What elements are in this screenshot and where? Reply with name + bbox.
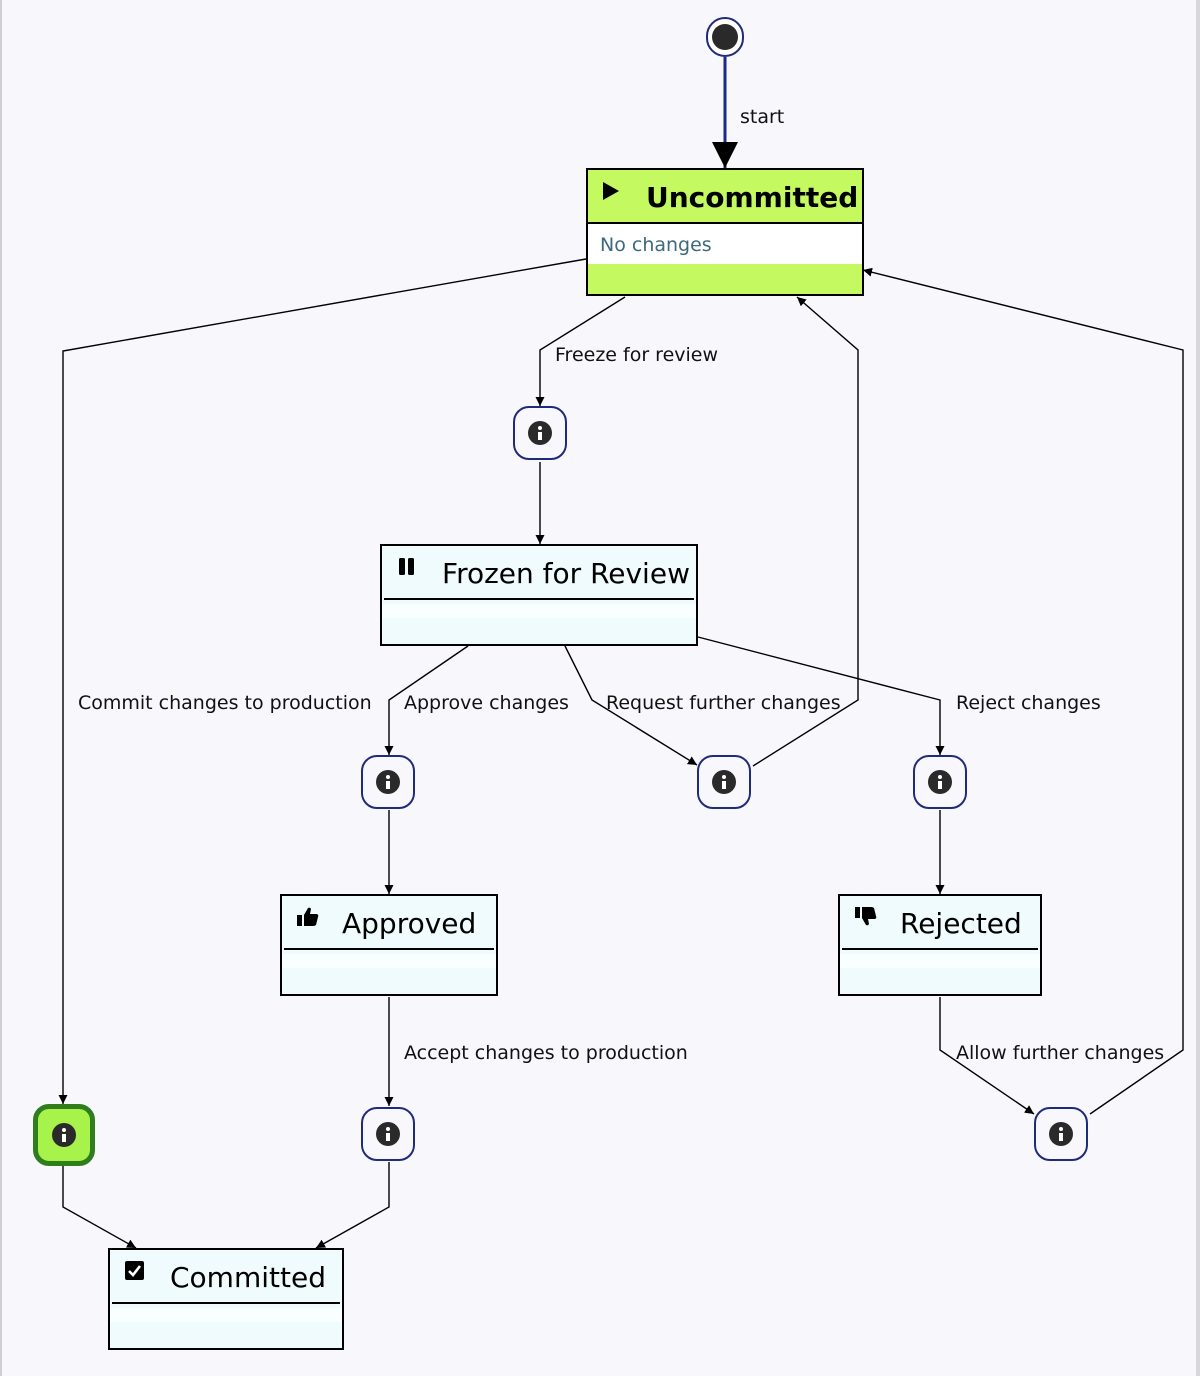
state-title: Uncommitted [646, 181, 859, 214]
state-header: Frozen for Review [384, 546, 694, 600]
label-request-further-changes: Request further changes [606, 692, 841, 714]
state-header: Rejected [842, 896, 1038, 950]
edge-request-a [564, 645, 698, 766]
transition-node-request-changes[interactable] [697, 755, 751, 809]
info-icon [376, 1122, 400, 1146]
label-approve-changes: Approve changes [404, 692, 569, 714]
checkbox-icon [125, 1261, 144, 1280]
edge-commit-direct-a [58, 258, 587, 1104]
canvas-left-edge [0, 0, 2, 1376]
edge-reject-a [697, 636, 945, 755]
state-description: No changes [588, 224, 862, 264]
edge-accept-b [315, 1162, 390, 1249]
transition-node-reject[interactable] [913, 755, 967, 809]
state-uncommitted[interactable]: Uncommitted No changes [586, 168, 864, 296]
thumbs-up-icon [297, 907, 319, 926]
label-reject-changes: Reject changes [956, 692, 1101, 714]
info-icon [1049, 1122, 1073, 1146]
label-commit-changes: Commit changes to production [78, 692, 372, 714]
state-committed[interactable]: Committed [108, 1248, 344, 1350]
state-body [382, 604, 696, 618]
state-header: Committed [112, 1250, 340, 1304]
state-body [110, 1308, 342, 1322]
info-icon [376, 770, 400, 794]
state-header: Uncommitted [588, 170, 862, 224]
play-icon [603, 182, 619, 200]
state-rejected[interactable]: Rejected [838, 894, 1042, 996]
state-header: Approved [284, 896, 494, 950]
state-title: Frozen for Review [442, 557, 690, 590]
label-start: start [740, 106, 785, 128]
state-body [840, 954, 1040, 968]
transition-node-approve[interactable] [361, 755, 415, 809]
transition-node-accept[interactable] [361, 1107, 415, 1161]
transition-node-freeze[interactable] [513, 406, 567, 460]
state-title: Approved [342, 907, 477, 940]
transition-node-allow-changes[interactable] [1034, 1107, 1088, 1161]
transition-node-commit-direct[interactable] [33, 1104, 95, 1166]
edge-allow-b [862, 267, 1184, 1115]
info-icon [712, 770, 736, 794]
edge-allow-a [939, 997, 1035, 1115]
label-freeze-for-review: Freeze for review [555, 344, 719, 366]
initial-dot-icon [712, 24, 738, 50]
info-icon [928, 770, 952, 794]
state-approved[interactable]: Approved [280, 894, 498, 996]
state-title: Committed [170, 1261, 326, 1294]
state-frozen-for-review[interactable]: Frozen for Review [380, 544, 698, 646]
thumbs-down-icon [855, 907, 877, 926]
initial-node[interactable] [706, 17, 744, 57]
state-body [282, 954, 496, 968]
edge-approve-a [384, 645, 469, 755]
canvas-scrollbar[interactable] [1196, 0, 1200, 1376]
state-title: Rejected [900, 907, 1022, 940]
label-accept-changes: Accept changes to production [404, 1042, 688, 1064]
info-icon [52, 1123, 76, 1147]
info-icon [528, 421, 552, 445]
label-allow-further-changes: Allow further changes [956, 1042, 1165, 1064]
edge-request-b [752, 296, 859, 767]
edge-freeze-a [535, 296, 626, 406]
edge-commit-direct-b [62, 1166, 137, 1249]
pause-icon [399, 558, 414, 575]
